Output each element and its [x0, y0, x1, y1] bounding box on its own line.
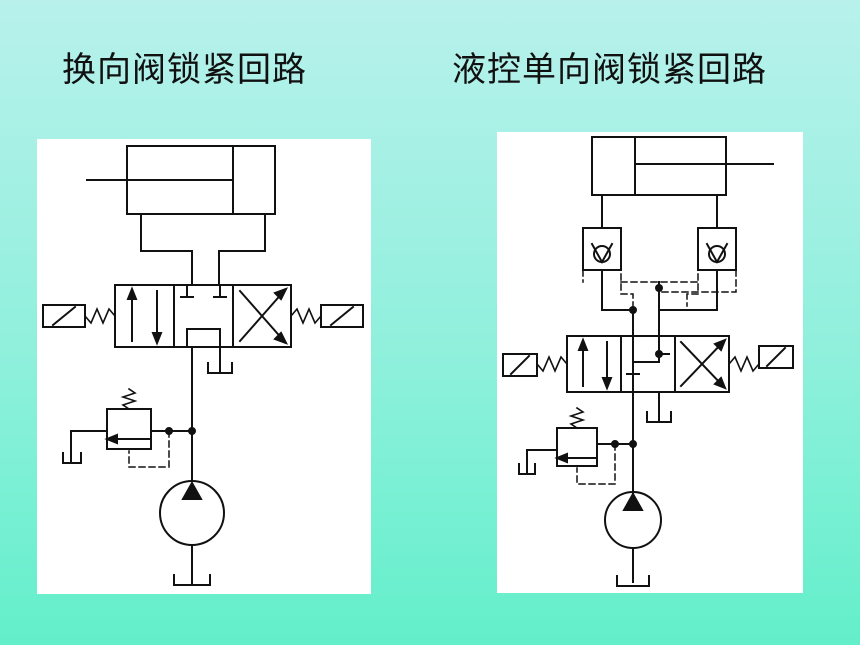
- valve-connection-lines: [601, 269, 718, 337]
- right-solenoid: [758, 345, 794, 369]
- diagram-directional-valve-lock: [37, 139, 371, 594]
- pilot-check-valve-right: [697, 227, 737, 271]
- directional-valve-o-center: [83, 284, 323, 348]
- title-pilot-check-valve-lock-circuit: 液控单向阀锁紧回路: [452, 50, 767, 90]
- pilot-check-valve-left: [582, 227, 622, 271]
- relief-valve: [62, 387, 196, 468]
- left-solenoid: [42, 304, 86, 328]
- cylinder-port-lines: [140, 213, 266, 286]
- hydraulic-cylinder: [86, 145, 276, 215]
- left-solenoid: [502, 353, 538, 377]
- pilot-control-lines: [582, 253, 737, 307]
- hydraulic-pump: [159, 480, 225, 586]
- hydraulic-cylinder: [591, 136, 774, 196]
- hydraulic-pump: [604, 491, 662, 587]
- valve-tank-symbol: [207, 346, 233, 374]
- title-directional-valve-lock-circuit: 换向阀锁紧回路: [62, 50, 307, 90]
- relief-valve: [518, 406, 637, 485]
- directional-valve-h-center: [535, 335, 761, 393]
- valve-tank-symbol: [646, 391, 672, 423]
- diagram-pilot-check-valve-lock: [497, 132, 803, 593]
- right-solenoid: [320, 304, 364, 328]
